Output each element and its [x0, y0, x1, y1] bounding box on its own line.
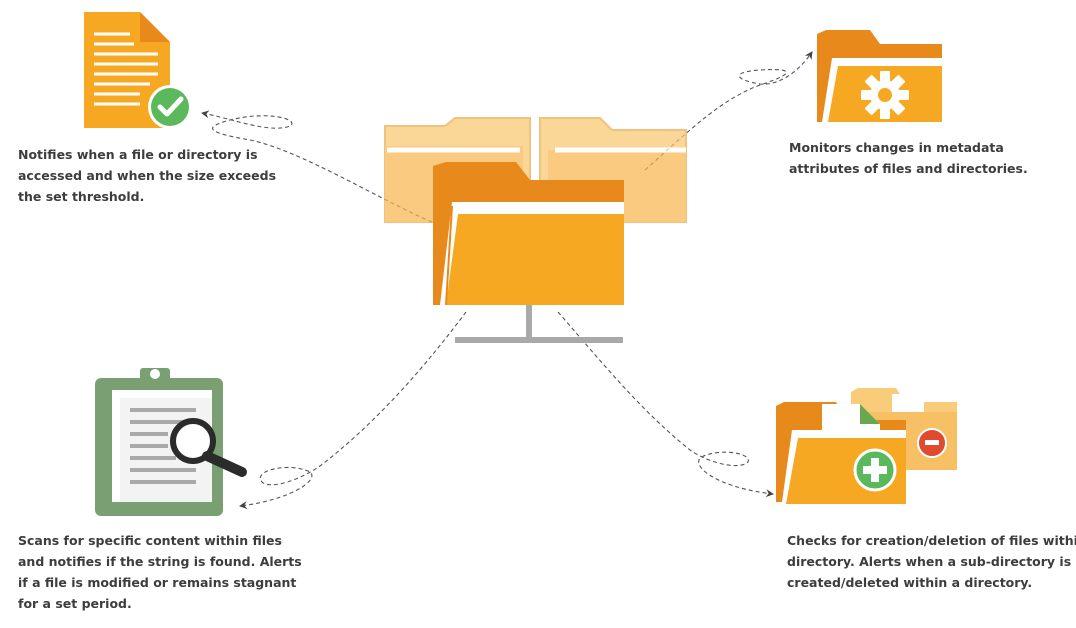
checkmark-icon	[157, 96, 184, 117]
connector-metadata	[644, 51, 813, 171]
connector-file-access	[201, 110, 433, 223]
caption-line: Checks for creation/deletion of files wi…	[787, 533, 1076, 548]
caption-line: Scans for specific content within files	[18, 533, 282, 548]
folder-gear-icon	[817, 30, 942, 122]
caption-line: and notifies if the string is found. Ale…	[18, 554, 302, 569]
network-folders-icon	[384, 117, 687, 343]
plus-icon	[853, 448, 897, 492]
caption-file-access: Notifies when a file or directory is acc…	[18, 144, 276, 207]
magnifier-icon	[170, 418, 247, 477]
caption-line: directory. Alerts when a sub-directory i…	[787, 554, 1072, 569]
caption-line: Monitors changes in metadata	[789, 140, 1004, 155]
document-checkmark-icon	[84, 12, 192, 129]
caption-creation-deletion: Checks for creation/deletion of files wi…	[787, 530, 1076, 593]
caption-line: created/deleted within a directory.	[787, 575, 1033, 590]
connectors	[201, 51, 813, 510]
caption-line: accessed and when the size exceeds	[18, 168, 277, 183]
caption-line: Notifies when a file or directory is	[18, 147, 258, 162]
caption-line: for a set period.	[18, 596, 132, 611]
caption-line: attributes of files and directories.	[789, 161, 1028, 176]
network-stand	[455, 305, 623, 343]
front-folder	[433, 162, 624, 306]
connector-content-scan	[239, 311, 467, 510]
folder-add-remove-icon	[776, 388, 957, 504]
caption-line: the set threshold.	[18, 189, 145, 204]
caption-metadata: Monitors changes in metadata attributes …	[789, 137, 1028, 179]
caption-line: if a file is modified or remains stagnan…	[18, 575, 297, 590]
caption-content-scan: Scans for specific content within files …	[18, 530, 302, 614]
gear-icon	[861, 71, 909, 119]
clipboard-magnifier-icon	[95, 368, 247, 516]
